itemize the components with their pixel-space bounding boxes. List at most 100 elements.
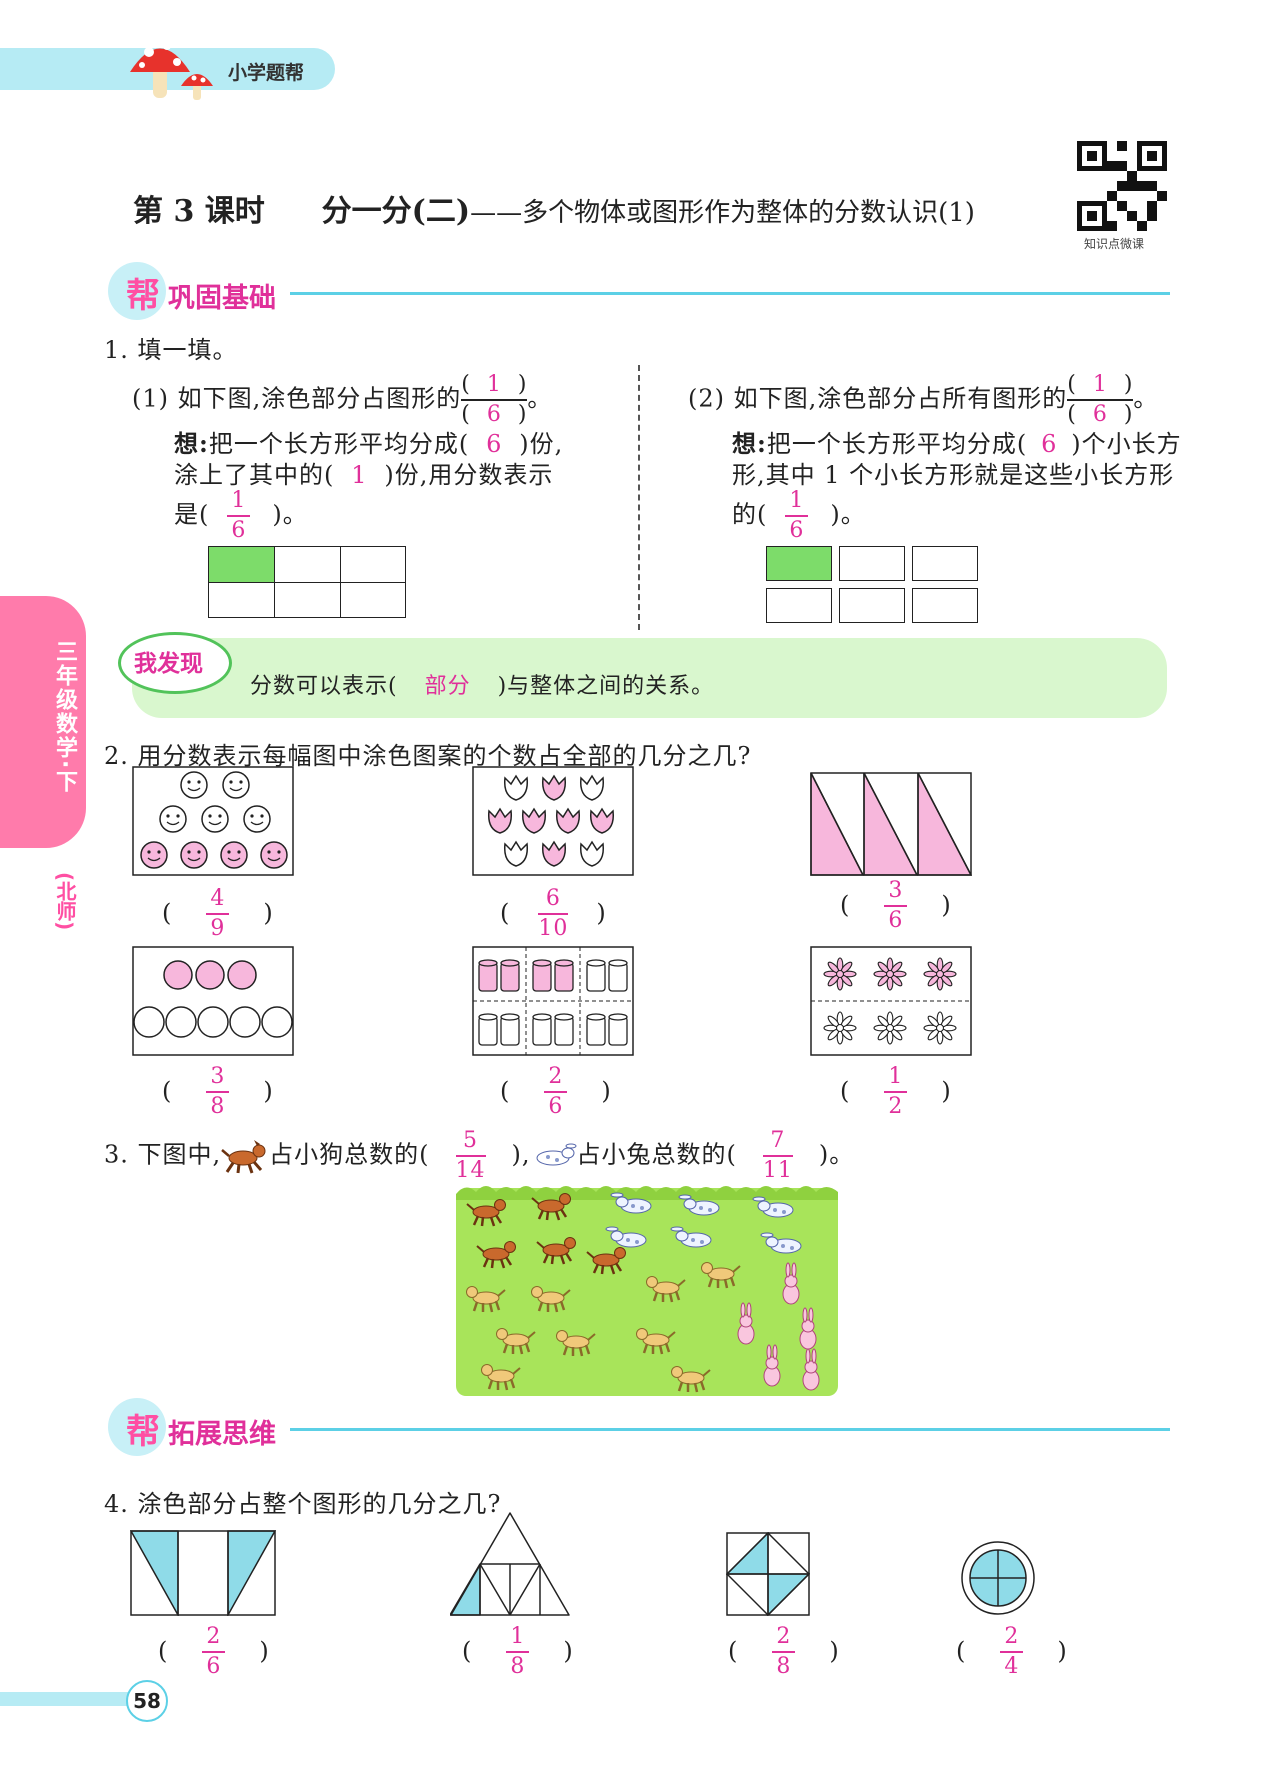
rabbit-icon — [536, 1143, 577, 1166]
section-title: 巩固基础 — [168, 283, 276, 314]
section-badge-circle — [108, 262, 166, 320]
q2-figure-circles — [132, 946, 294, 1056]
series-title: 小学题帮 — [228, 62, 305, 84]
q2-figure-cans — [472, 946, 634, 1056]
section-header-basics: 帮 巩固基础 — [108, 262, 1173, 322]
q1-part2-rectangles — [766, 546, 980, 626]
discovery-badge: 我发现 — [134, 651, 203, 677]
q1-part1-denominator[interactable]: 6 — [486, 402, 502, 427]
q1-part1-blank-a[interactable]: 6 — [486, 430, 503, 458]
q4-stem: 4. 涂色部分占整个图形的几分之几? — [104, 1490, 502, 1518]
section-title: 拓展思维 — [168, 1419, 276, 1450]
discovery-badge-bubble — [118, 632, 232, 694]
q1-part2-numerator[interactable]: 1 — [1092, 372, 1108, 397]
q1-part1-think-line1: 想:把一个长方形平均分成(6)份, — [174, 429, 564, 458]
q4-figure-triangle — [450, 1512, 570, 1616]
side-tab — [0, 596, 86, 848]
lesson-subtitle: ——多个物体或图形作为整体的分数认识(1) — [470, 198, 975, 228]
q1-part2-question: (2) 如下图,涂色部分占所有图形的 ( 1 ) ( 6 ) 。 — [688, 372, 1159, 427]
section-badge: 帮 — [126, 1412, 160, 1452]
side-tab-edition: (北师) — [53, 872, 77, 931]
q1-part2-think-line2: 形,其中 1 个小长方形就是这些小长方形 — [732, 461, 1175, 489]
section-badge: 帮 — [126, 276, 160, 316]
small-rectangle — [839, 588, 905, 623]
qr-code-icon[interactable] — [1077, 141, 1167, 231]
q1-part2-denominator[interactable]: 6 — [1092, 402, 1108, 427]
small-rectangle — [839, 546, 905, 581]
grid-cell — [274, 546, 341, 583]
q2-figure-tulips — [472, 766, 634, 876]
page-number: 58 — [126, 1680, 168, 1722]
q1-part2-think-line1: 想:把一个长方形平均分成(6)个小长方 — [732, 429, 1182, 458]
q1-stem: 1. 填一填。 — [104, 336, 238, 364]
side-tab-grade: 三年级数学·下 — [52, 640, 77, 795]
q1-part1-blank-b[interactable]: 1 — [351, 461, 368, 489]
q1-part2-blank-a[interactable]: 6 — [1041, 430, 1058, 458]
section-divider — [290, 292, 1170, 295]
q1-part1-question: (1) 如下图,涂色部分占图形的 ( 1 ) ( 6 ) 。 — [132, 372, 553, 427]
grid-cell — [340, 546, 406, 583]
q2-figure-triangles — [810, 772, 972, 876]
lesson-title: 第 3 课时 分一分(二)——多个物体或图形作为整体的分数认识(1) — [133, 186, 975, 230]
mushroom-icon — [130, 42, 213, 100]
footer-band — [0, 1692, 135, 1706]
q4-figure-circle — [961, 1541, 1035, 1615]
q1-part1-rectangle — [208, 546, 406, 618]
qr-caption: 知识点微课 — [1084, 237, 1145, 251]
q1-part1-think-line2: 涂上了其中的(1)份,用分数表示 — [174, 461, 554, 489]
small-rectangle — [766, 588, 832, 623]
section-header-extension: 帮 拓展思维 — [108, 1398, 1173, 1458]
q4-figure-rectangle — [130, 1530, 276, 1616]
q1-part1-fraction-blank: ( 1 ) ( 6 ) — [461, 372, 528, 427]
q1-part2-fraction-blank: ( 1 ) ( 6 ) — [1067, 372, 1134, 427]
q4-figure-square — [726, 1532, 810, 1616]
q2-figure-flowers — [810, 946, 972, 1056]
lesson-name: 分一分(二) — [321, 194, 471, 229]
grid-cell-shaded — [208, 546, 275, 583]
small-rectangle-shaded — [766, 546, 832, 581]
q1-divider — [638, 365, 640, 630]
section-divider — [290, 1428, 1170, 1431]
small-rectangle — [912, 546, 978, 581]
grid-cell — [274, 582, 341, 618]
lesson-number: 第 3 课时 — [133, 194, 265, 229]
small-rectangle — [912, 588, 978, 623]
grid-cell — [340, 582, 406, 618]
discovery-answer[interactable]: 部分 — [424, 674, 471, 699]
section-badge-circle — [108, 1398, 166, 1456]
discovery-box — [132, 638, 1167, 718]
discovery-text: 分数可以表示(部分)与整体之间的关系。 — [250, 668, 714, 700]
q2-figure-smileys — [132, 766, 294, 876]
q2-stem: 2. 用分数表示每幅图中涂色图案的个数占全部的几分之几? — [104, 742, 752, 770]
q1-part1-numerator[interactable]: 1 — [486, 372, 502, 397]
q3-field-illustration — [456, 1186, 838, 1396]
grid-cell — [208, 582, 275, 618]
